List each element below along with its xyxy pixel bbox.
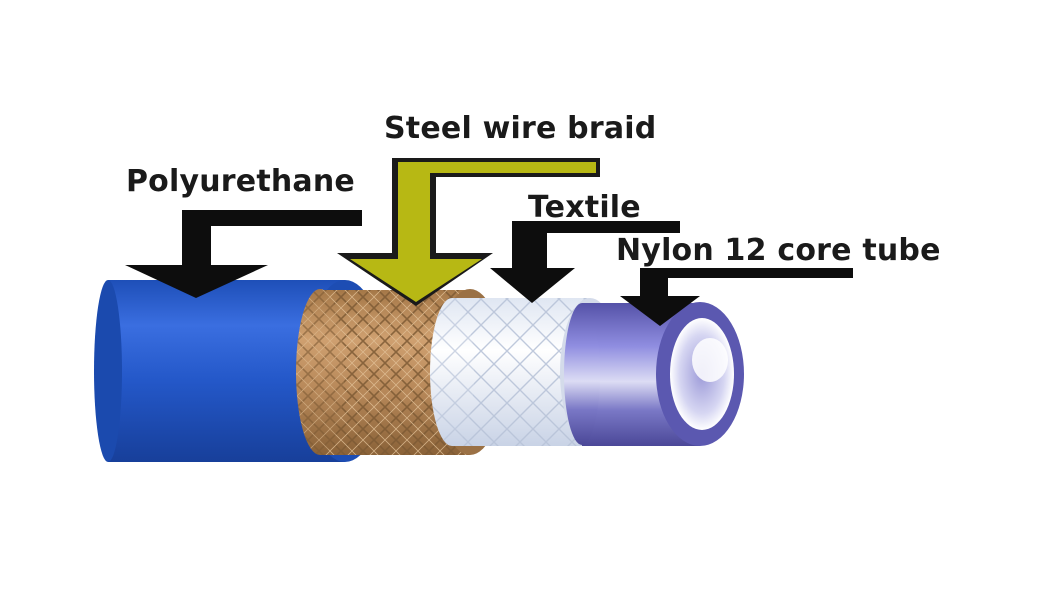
steel-wire-braid-label: Steel wire braid bbox=[384, 111, 657, 146]
textile-label: Textile bbox=[528, 190, 641, 225]
nylon-core-tube-label: Nylon 12 core tube bbox=[616, 233, 941, 268]
steel-wire-braid-arrow bbox=[337, 158, 600, 306]
nylon-core-tube bbox=[564, 302, 744, 446]
textile-arrow bbox=[490, 221, 680, 303]
polyurethane-arrow bbox=[125, 210, 362, 298]
nylon-core-tube-arrow bbox=[620, 268, 853, 326]
polyurethane-label: Polyurethane bbox=[126, 164, 355, 199]
